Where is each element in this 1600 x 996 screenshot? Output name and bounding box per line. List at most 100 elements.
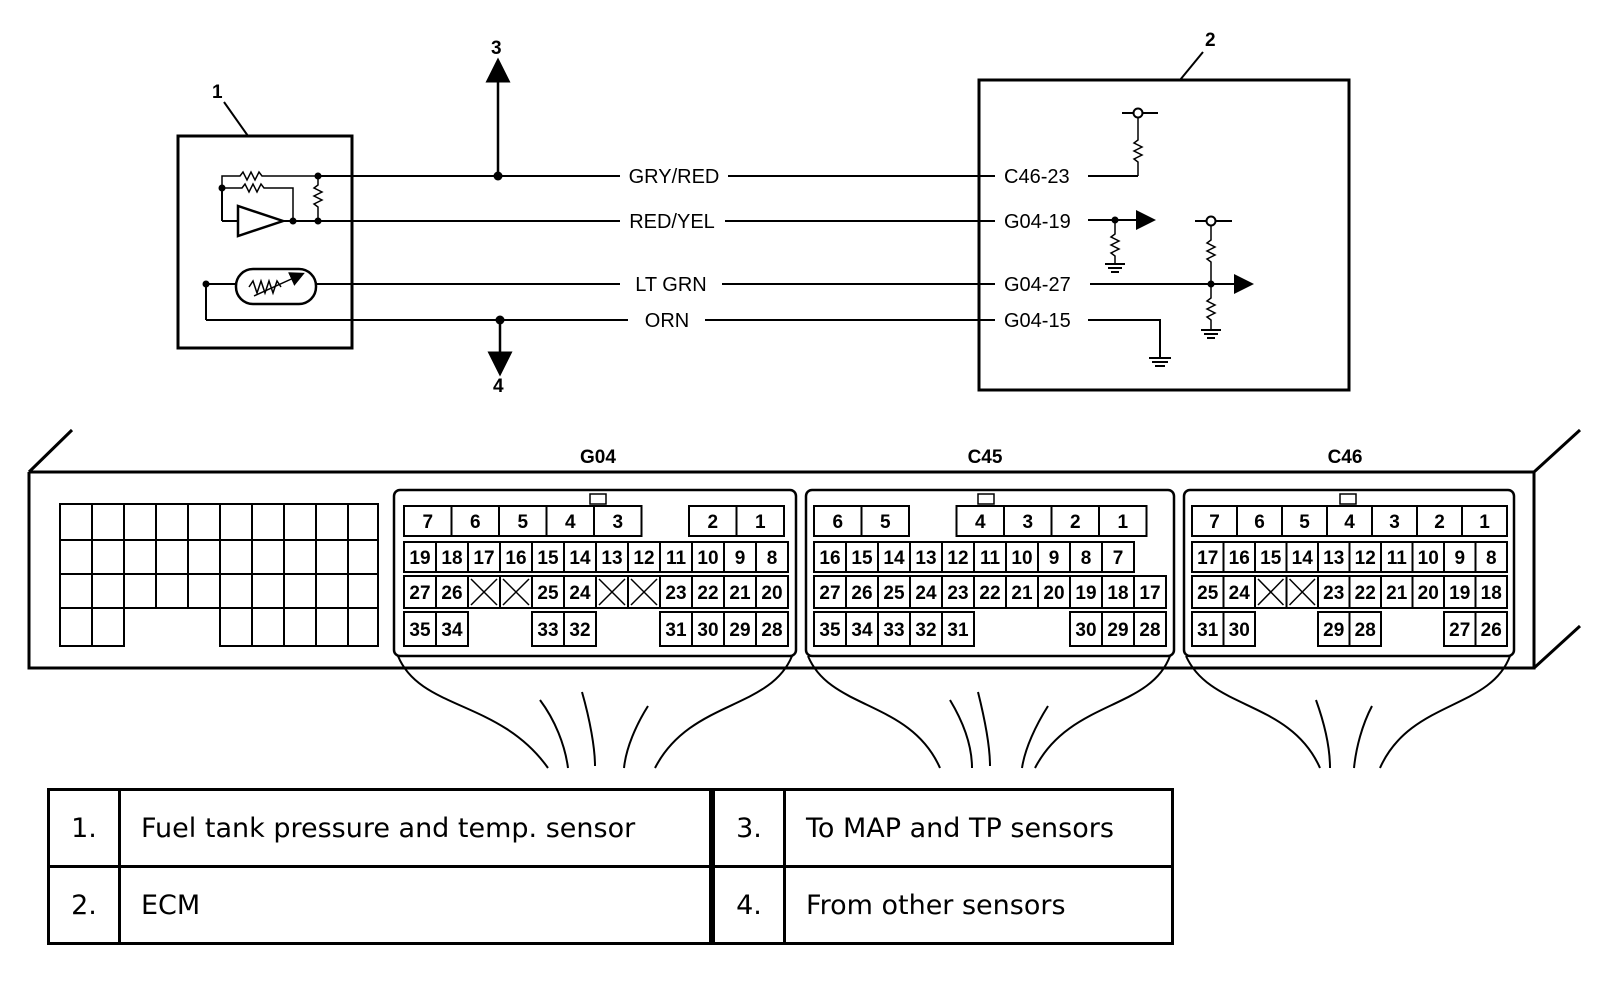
pin-number: 34 <box>851 620 873 641</box>
pin-cell: 1 <box>1461 505 1508 537</box>
pin-cell: 17 <box>467 541 501 573</box>
pin-cell: 2 <box>1416 505 1463 537</box>
pin-cell: 12 <box>1348 541 1382 573</box>
pin-cell: 33 <box>877 611 911 647</box>
pin-number: 8 <box>1486 548 1497 569</box>
pin-number: 2 <box>707 512 718 533</box>
pin-number: 10 <box>1418 548 1439 569</box>
pin-number: 17 <box>1197 548 1218 569</box>
pin-number: 6 <box>470 512 481 533</box>
wire-color-gry-red: GRY/RED <box>629 166 720 188</box>
legend-text: To MAP and TP sensors <box>783 788 1174 868</box>
pin-number: 15 <box>851 548 873 569</box>
pin-number: 26 <box>1481 620 1502 641</box>
pin-cell: 6 <box>813 505 863 537</box>
blank-pin-cavity <box>499 575 533 609</box>
pin-cell: 29 <box>1317 611 1351 647</box>
pin-cell: 12 <box>941 541 975 573</box>
pin-cell: 24 <box>563 575 597 609</box>
pin-number: 28 <box>761 620 782 641</box>
pin-number: 20 <box>1043 583 1064 604</box>
pin-cell: 30 <box>691 611 725 647</box>
pin-number: 19 <box>1449 583 1470 604</box>
pin-number: 9 <box>1049 548 1060 569</box>
pin-cell: 11 <box>659 541 693 573</box>
pin-cell: 31 <box>1191 611 1225 647</box>
pin-cell: 23 <box>659 575 693 609</box>
wire-color-orn: ORN <box>645 310 689 332</box>
pin-cell: 18 <box>1474 575 1508 609</box>
pin-cell: 4 <box>545 505 595 537</box>
pin-cell: 28 <box>1133 611 1167 647</box>
pin-cell: 32 <box>563 611 597 647</box>
pin-number: 17 <box>473 548 494 569</box>
connector-c45-label: C45 <box>968 447 1003 468</box>
pin-cell: 25 <box>877 575 911 609</box>
pin-number: 18 <box>1107 583 1128 604</box>
pin-number: 21 <box>729 583 751 604</box>
pin-number: 9 <box>735 548 746 569</box>
pin-number: 18 <box>441 548 462 569</box>
pin-cell: 16 <box>1222 541 1256 573</box>
pin-cell: 8 <box>755 541 789 573</box>
pin-number: 3 <box>1022 512 1033 533</box>
pin-cell: 5 <box>860 505 910 537</box>
pin-cell: 16 <box>813 541 847 573</box>
pin-cell: 21 <box>1005 575 1039 609</box>
pin-number: 24 <box>915 583 937 604</box>
pin-cell: 20 <box>755 575 789 609</box>
pin-number: 16 <box>505 548 526 569</box>
pin-number: 32 <box>569 620 590 641</box>
pin-number: 26 <box>441 583 462 604</box>
pin-number: 22 <box>697 583 718 604</box>
pin-cell: 21 <box>723 575 757 609</box>
pin-cell: 24 <box>1222 575 1256 609</box>
callout-2: 2 <box>1179 30 1216 81</box>
pin-cell: 35 <box>813 611 847 647</box>
pin-cell: 30 <box>1069 611 1103 647</box>
pin-number: 11 <box>1387 548 1408 569</box>
pin-cell: 7 <box>1191 505 1238 537</box>
pin-cell: 9 <box>1443 541 1477 573</box>
pin-cell: 35 <box>403 611 437 647</box>
pin-number: 11 <box>666 548 687 569</box>
pin-cell: 19 <box>1069 575 1103 609</box>
pin-cell: 29 <box>723 611 757 647</box>
pin-cell: 10 <box>1005 541 1039 573</box>
pin-number: 5 <box>517 512 528 533</box>
pin-number: 13 <box>915 548 936 569</box>
pin-number: 22 <box>979 583 1000 604</box>
pin-number: 11 <box>980 548 1001 569</box>
pin-cell: 6 <box>450 505 500 537</box>
pin-cell: 29 <box>1101 611 1135 647</box>
connector-c46-label: C46 <box>1328 447 1363 468</box>
pin-number: 7 <box>1113 548 1124 569</box>
pin-number: 24 <box>569 583 591 604</box>
pin-cell: 27 <box>813 575 847 609</box>
pin-number: 15 <box>1260 548 1282 569</box>
pin-cell: 3 <box>593 505 643 537</box>
pin-number: 4 <box>1344 512 1355 533</box>
legend-row: 1. Fuel tank pressure and temp. sensor 3… <box>47 788 1174 868</box>
pin-cell: 25 <box>1191 575 1225 609</box>
pin-cell: 17 <box>1191 541 1225 573</box>
pin-number: 3 <box>1389 512 1400 533</box>
pin-cell: 31 <box>941 611 975 647</box>
pin-cell: 7 <box>403 505 453 537</box>
pin-number: 16 <box>819 548 840 569</box>
legend-number: 3. <box>710 788 786 868</box>
ecm <box>977 78 1351 392</box>
pin-number: 31 <box>947 620 969 641</box>
pin-cell: 3 <box>1003 505 1053 537</box>
wire-color-lt-grn: LT GRN <box>635 274 707 296</box>
pin-cell: 22 <box>1348 575 1382 609</box>
pin-cell: 27 <box>1443 611 1477 647</box>
legend-number: 4. <box>710 865 786 945</box>
pin-number: 21 <box>1011 583 1033 604</box>
pin-cell: 18 <box>1101 575 1135 609</box>
pin-number: 14 <box>883 548 905 569</box>
pin-number: 35 <box>409 620 431 641</box>
pin-number: 9 <box>1454 548 1465 569</box>
